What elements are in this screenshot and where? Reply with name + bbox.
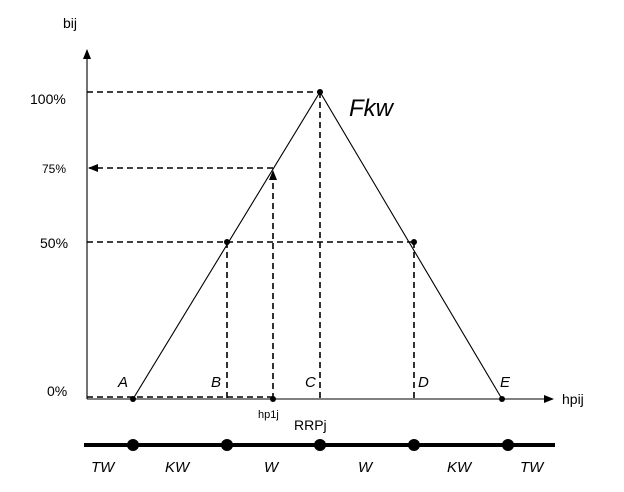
label-a: A xyxy=(117,374,128,391)
zone-label-2: KW xyxy=(165,459,191,476)
zone-node-1 xyxy=(127,439,139,451)
label-e: E xyxy=(500,374,511,391)
y-tick-75: 75% xyxy=(42,162,66,176)
label-hp1j: hp1j xyxy=(258,409,279,421)
zone-label-4: W xyxy=(358,459,374,476)
zone-node-3 xyxy=(314,439,326,451)
label-b: B xyxy=(211,374,221,391)
point-d xyxy=(411,239,417,245)
y-tick-0: 0% xyxy=(47,383,67,399)
point-e xyxy=(499,396,505,402)
point-hp1j xyxy=(270,396,276,402)
zone-label-3: W xyxy=(264,459,280,476)
function-title: Fkw xyxy=(349,95,395,122)
point-b xyxy=(224,239,230,245)
zone-label-1: TW xyxy=(91,459,116,476)
label-rrpj: RRPj xyxy=(294,417,327,433)
zone-label-5: KW xyxy=(447,459,473,476)
zone-node-5 xyxy=(502,439,514,451)
y-axis-label: bij xyxy=(63,15,77,31)
membership-triangle xyxy=(132,90,503,400)
zone-node-4 xyxy=(408,439,420,451)
y-tick-100: 100% xyxy=(30,91,66,107)
y-tick-50: 50% xyxy=(40,235,68,251)
label-d: D xyxy=(418,374,429,391)
x-axis-label: hpij xyxy=(562,391,584,407)
zone-node-2 xyxy=(221,439,233,451)
point-a xyxy=(130,396,136,402)
zone-label-6: TW xyxy=(520,459,545,476)
label-c: C xyxy=(305,374,316,391)
point-c-peak xyxy=(317,89,323,95)
